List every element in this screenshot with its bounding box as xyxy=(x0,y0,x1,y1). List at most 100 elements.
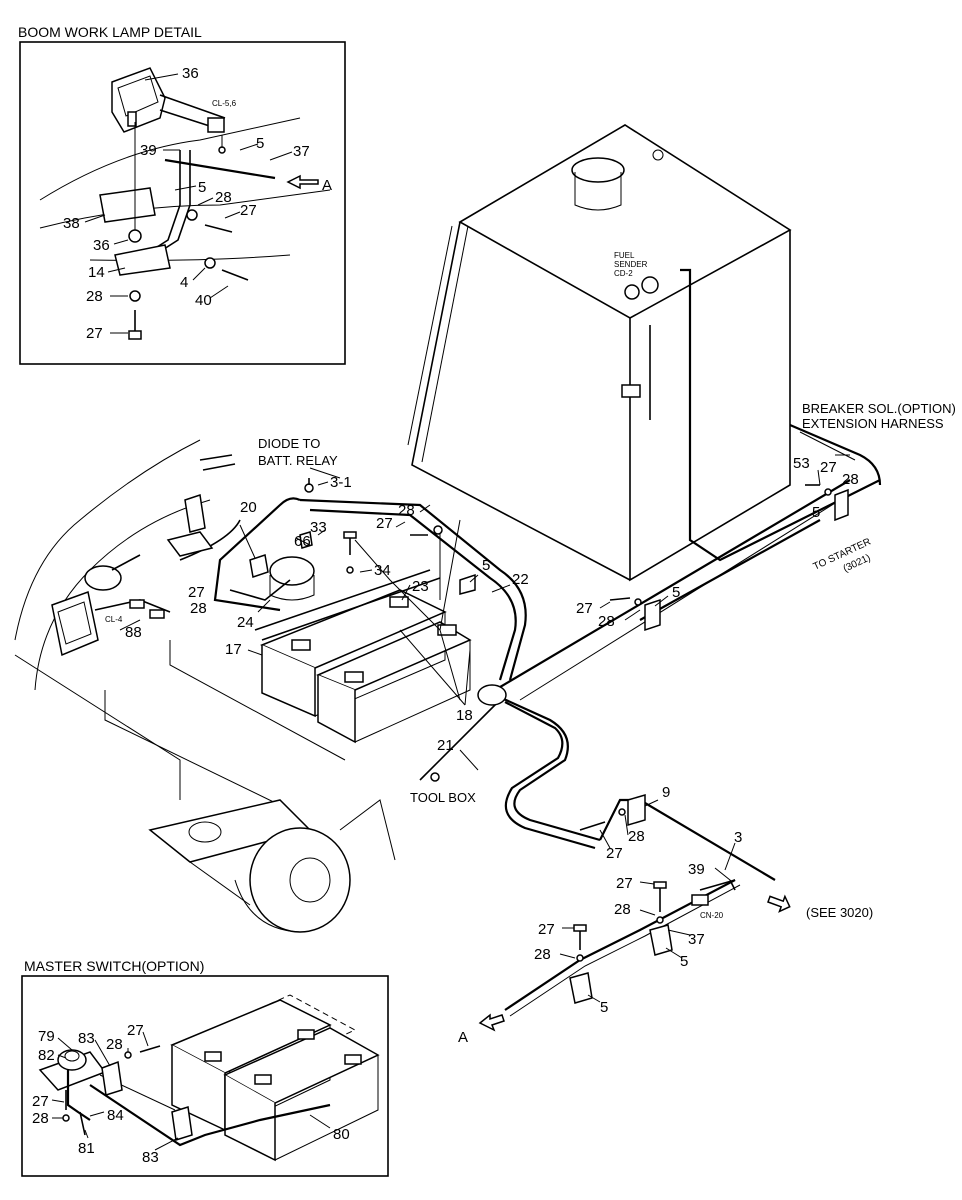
see-3020-label: (SEE 3020) xyxy=(806,905,873,920)
boom-work-lamp-detail-panel: BOOM WORK LAMP DETAIL xyxy=(18,24,346,365)
callout-28-main-d: 28 xyxy=(598,613,615,630)
battery-relay-24 xyxy=(269,556,315,586)
clamp-5-e xyxy=(569,972,593,1004)
harness-37 xyxy=(164,158,276,180)
callout-39-main: 39 xyxy=(688,861,705,878)
callout-4-detail: 4 xyxy=(180,274,188,291)
callout-28-main-e: 28 xyxy=(628,828,645,845)
callout-34: 34 xyxy=(374,562,391,579)
callout-5-main-e: 5 xyxy=(600,999,608,1016)
arrow-a-main-label: A xyxy=(458,1029,468,1046)
fuel-sender-line3: CD-2 xyxy=(614,269,633,278)
callout-27-main-g: 27 xyxy=(538,921,555,938)
connector-cn20 xyxy=(691,894,709,906)
boom-outline-mid xyxy=(39,189,331,229)
callout-20: 20 xyxy=(240,499,257,516)
callout-5-detail-a: 5 xyxy=(256,135,264,152)
breaker-label-line2: EXTENSION HARNESS xyxy=(802,416,944,431)
callout-88: 88 xyxy=(125,624,142,641)
boom-outline-top xyxy=(39,117,301,201)
arrow-a-detail-icon xyxy=(286,174,319,190)
callout-82: 82 xyxy=(38,1047,55,1064)
callout-33: 33 xyxy=(310,519,327,536)
callout-3-1: 3-1 xyxy=(330,474,352,491)
grommet xyxy=(477,684,507,706)
work-lamp-icon xyxy=(111,67,226,133)
arrow-a-main-icon xyxy=(478,1013,505,1032)
callout-81: 81 xyxy=(78,1140,95,1157)
tool-box-label: TOOL BOX xyxy=(410,790,476,805)
clamp-5-c xyxy=(644,598,661,632)
callout-27-switch-b: 27 xyxy=(32,1093,49,1110)
clamp-5-a xyxy=(459,573,476,595)
callout-27-main-c: 27 xyxy=(820,459,837,476)
callout-27-main-b: 27 xyxy=(188,584,205,601)
clamp-5-d xyxy=(649,924,673,956)
harness-21 xyxy=(419,699,501,781)
callout-14-detail: 14 xyxy=(88,264,105,281)
main-labels: DIODE TO BATT. RELAY BREAKER SOL.(OPTION… xyxy=(258,401,956,1046)
callout-28-main-c: 28 xyxy=(842,471,859,488)
callout-28-detail-a: 28 xyxy=(215,189,232,206)
callout-28-main-g: 28 xyxy=(534,946,551,963)
callout-27-detail-a: 27 xyxy=(240,202,257,219)
callout-28-switch-a: 28 xyxy=(106,1036,123,1053)
battery-assembly xyxy=(254,556,472,744)
diode-box-20 xyxy=(249,554,269,578)
diode-label-line1: DIODE TO xyxy=(258,436,320,451)
nut-36 xyxy=(128,229,142,243)
callout-5-main-c: 5 xyxy=(672,584,680,601)
harness-breaker-run xyxy=(494,479,851,691)
callout-40-detail: 40 xyxy=(195,292,212,309)
master-switch-panel: MASTER SWITCH(OPTION) xyxy=(21,958,389,1177)
callout-28-main-b: 28 xyxy=(190,600,207,617)
callout-53: 53 xyxy=(793,455,810,472)
cn20-label: CN-20 xyxy=(700,911,724,920)
callout-66: 66 xyxy=(294,533,311,550)
callout-28-main-a: 28 xyxy=(398,502,415,519)
diode-label-line2: BATT. RELAY xyxy=(258,453,338,468)
master-switch-harness xyxy=(89,1084,331,1147)
callout-38-detail: 38 xyxy=(63,215,80,232)
callout-36-lamp: 36 xyxy=(182,65,199,82)
fuel-sender-line1: FUEL xyxy=(614,251,635,260)
callout-28-switch-b: 28 xyxy=(32,1110,49,1127)
callout-17: 17 xyxy=(225,641,242,658)
clamp-5-b xyxy=(834,488,849,522)
clamp-83-a xyxy=(101,1060,123,1096)
cl56-label: CL-5,6 xyxy=(212,99,237,108)
callout-28-main-f: 28 xyxy=(614,901,631,918)
callout-79: 79 xyxy=(38,1028,55,1045)
work-lamp-cl4 xyxy=(51,591,99,657)
callout-22: 22 xyxy=(512,571,529,588)
master-switch-title: MASTER SWITCH(OPTION) xyxy=(24,958,204,974)
callout-84: 84 xyxy=(107,1107,124,1124)
callout-83-a: 83 xyxy=(78,1030,95,1047)
bracket-38 xyxy=(99,187,156,223)
boom-work-lamp-title: BOOM WORK LAMP DETAIL xyxy=(18,24,202,40)
callout-3: 3 xyxy=(734,829,742,846)
fuel-cap xyxy=(571,157,625,183)
fuel-sender-harness xyxy=(680,268,881,562)
master-switch-79 xyxy=(57,1049,87,1071)
callout-5-main-b: 5 xyxy=(812,504,820,521)
clamp-83-b xyxy=(171,1106,193,1141)
fuel-sender-line2: SENDER xyxy=(614,260,648,269)
arrow-a-detail-label: A xyxy=(322,177,332,194)
callout-37-main: 37 xyxy=(688,931,705,948)
arrow-see-3020-icon xyxy=(767,894,791,913)
callout-5-main-a: 5 xyxy=(482,557,490,574)
callout-9: 9 xyxy=(662,784,670,801)
callout-36-detail: 36 xyxy=(93,237,110,254)
master-switch-frame xyxy=(21,975,389,1177)
callout-24: 24 xyxy=(237,614,254,631)
bracket-14 xyxy=(114,244,171,276)
bolt-27-detail xyxy=(128,330,142,340)
callout-21: 21 xyxy=(437,737,454,754)
callout-83-b: 83 xyxy=(142,1149,159,1166)
relay-block xyxy=(166,531,214,557)
callout-27-main-e: 27 xyxy=(606,845,623,862)
callout-23: 23 xyxy=(412,578,429,595)
callout-80: 80 xyxy=(333,1126,350,1143)
horn xyxy=(84,565,122,591)
